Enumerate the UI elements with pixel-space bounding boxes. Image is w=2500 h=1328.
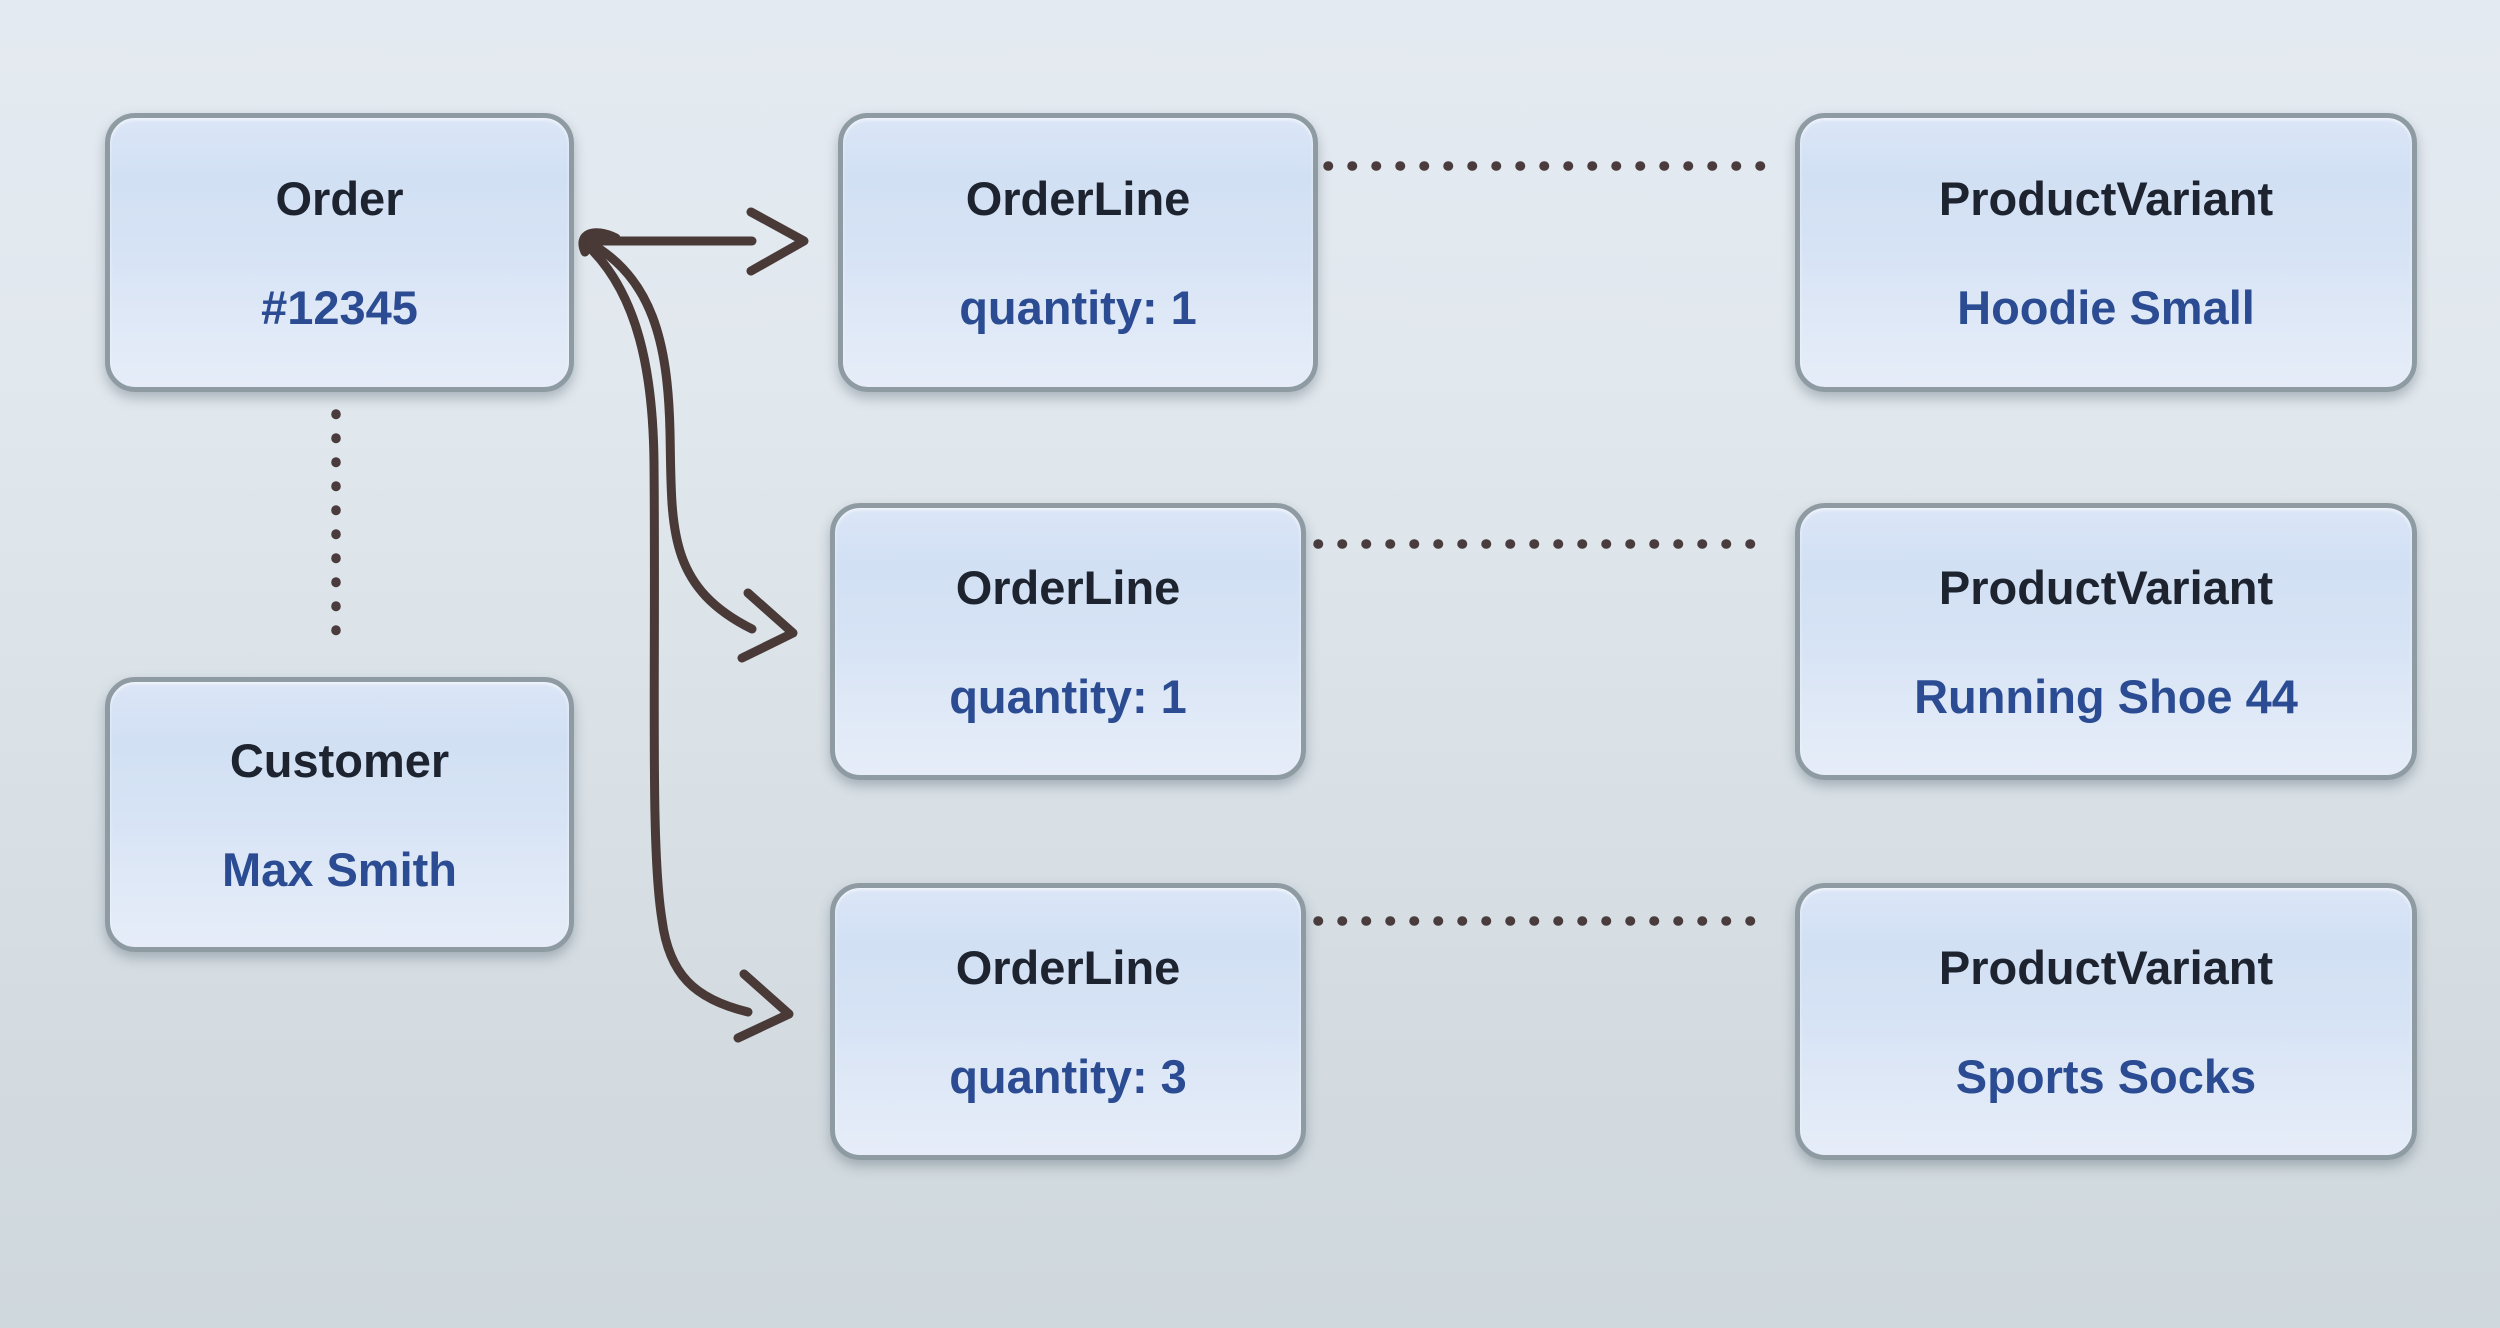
orderline-1-title: OrderLine <box>965 171 1191 225</box>
productvariant-3-node: ProductVariant Sports Socks <box>1795 883 2417 1160</box>
order-to-orderline2-arrowhead <box>737 588 798 663</box>
orderline-3-title: OrderLine <box>955 940 1181 994</box>
customer-value: Max Smith <box>221 842 458 896</box>
order-to-orderline1-arrowhead <box>746 207 809 276</box>
order-to-orderline3-arrow <box>583 241 753 1017</box>
order-arrow-origin-hook <box>578 228 621 257</box>
productvariant-2-title: ProductVariant <box>1938 560 2274 614</box>
customer-title: Customer <box>229 733 450 787</box>
orderline-3-quantity: quantity: 3 <box>949 1049 1187 1103</box>
orderline-2-title: OrderLine <box>955 560 1181 614</box>
productvariant-3-title: ProductVariant <box>1938 940 2274 994</box>
productvariant-2-node: ProductVariant Running Shoe 44 <box>1795 503 2417 780</box>
customer-node: Customer Max Smith <box>105 677 574 952</box>
order-value: #12345 <box>261 280 418 334</box>
order-to-orderline2-arrow <box>585 238 757 634</box>
order-to-orderline3-arrowhead <box>733 969 794 1043</box>
productvariant-1-name: Hoodie Small <box>1957 280 2255 334</box>
orderline-2-node: OrderLine quantity: 1 <box>830 503 1306 780</box>
productvariant-1-title: ProductVariant <box>1938 171 2274 225</box>
orderline-1-quantity: quantity: 1 <box>959 280 1197 334</box>
productvariant-2-name: Running Shoe 44 <box>1914 669 2298 723</box>
productvariant-3-name: Sports Socks <box>1955 1049 2257 1103</box>
order-node: Order #12345 <box>105 113 574 392</box>
orderline-3-node: OrderLine quantity: 3 <box>830 883 1306 1160</box>
orderline-1-node: OrderLine quantity: 1 <box>838 113 1318 392</box>
productvariant-1-node: ProductVariant Hoodie Small <box>1795 113 2417 392</box>
orderline-2-quantity: quantity: 1 <box>949 669 1187 723</box>
order-title: Order <box>275 171 404 225</box>
